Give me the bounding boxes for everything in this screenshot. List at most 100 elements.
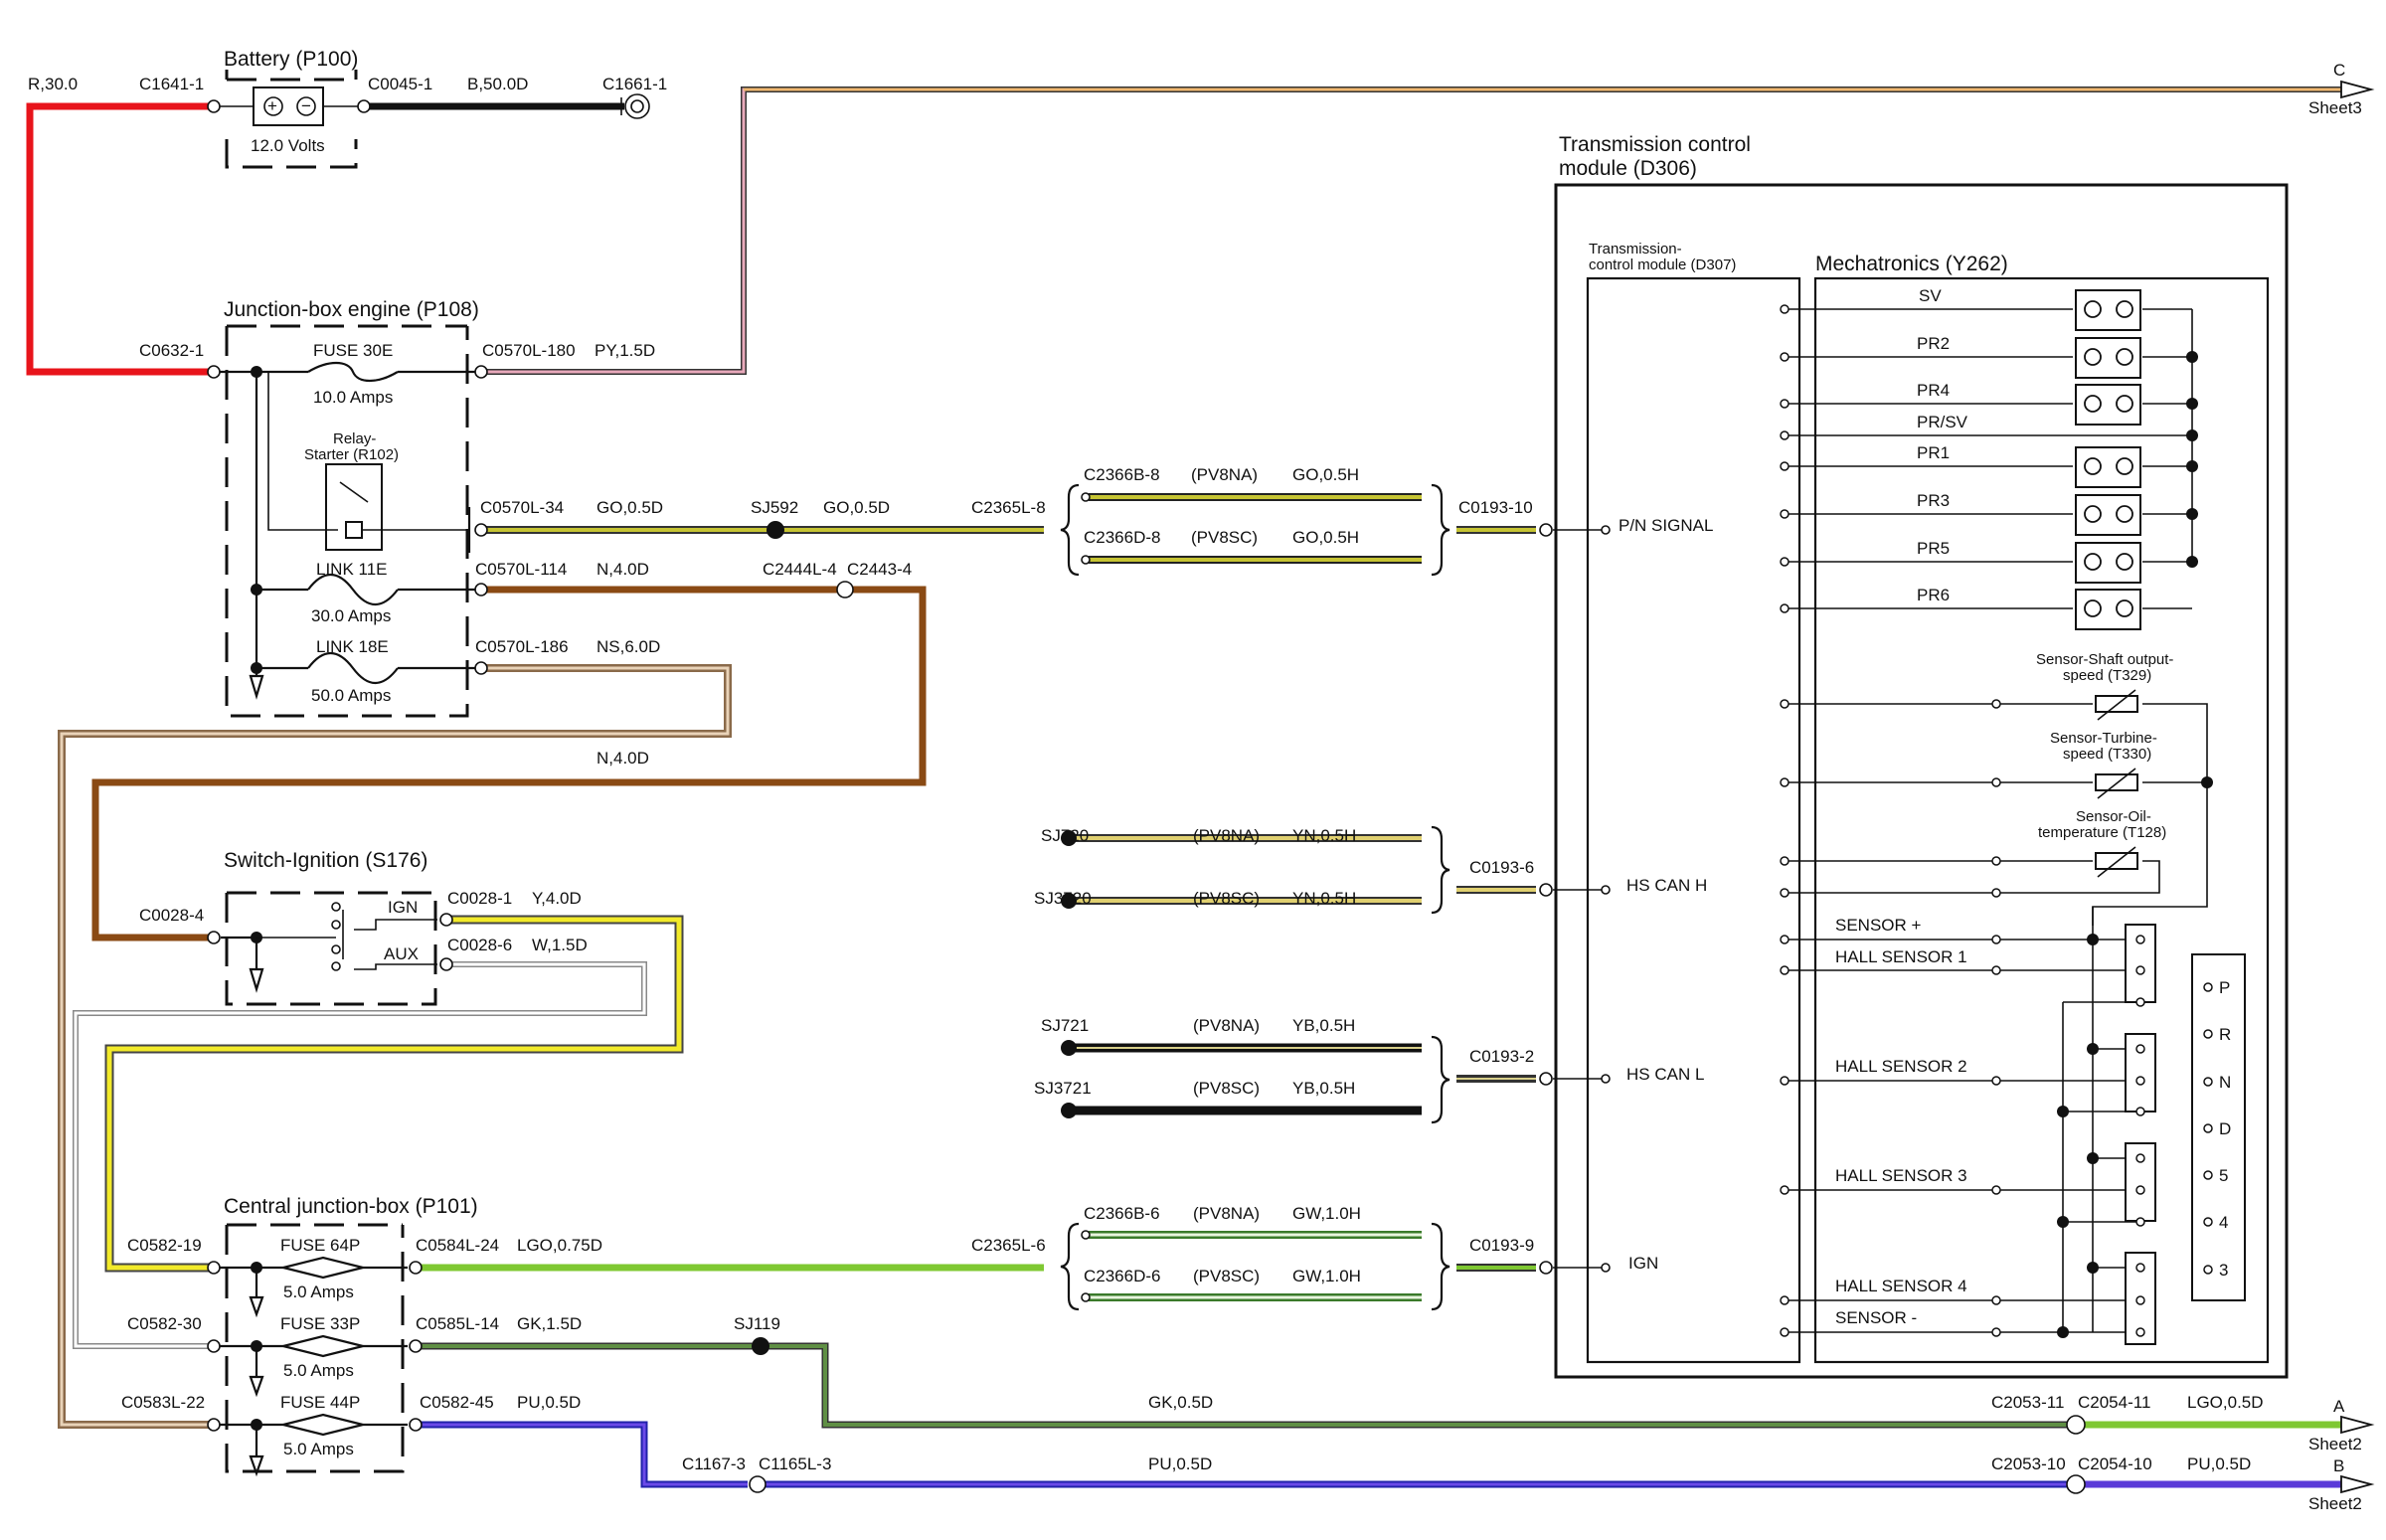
sensor-shaft-1: Sensor-Shaft output- xyxy=(2036,651,2173,668)
label-lgo075: LGO,0.75D xyxy=(517,1236,602,1255)
label-go05h1: GO,0.5H xyxy=(1292,465,1359,484)
switch-ignition-title: Switch-Ignition (S176) xyxy=(224,849,427,872)
hall-labels: SENSOR + HALL SENSOR 1 HALL SENSOR 2 HAL… xyxy=(1835,916,1967,1327)
svg-text:−: − xyxy=(301,96,311,115)
label-sj119: SJ119 xyxy=(734,1314,780,1333)
sensor-oil-2: temperature (T128) xyxy=(2038,824,2166,841)
link11e-name: LINK 11E xyxy=(316,560,388,579)
solenoid-pr2: PR2 xyxy=(1917,334,1950,353)
label-yn05h1: YN,0.5H xyxy=(1292,826,1356,845)
label-c2366b8: C2366B-8 xyxy=(1084,465,1160,484)
label-c2444: C2444L-4 xyxy=(763,560,837,579)
label-c205410: C2054-10 xyxy=(2078,1454,2152,1473)
label-c205311: C2053-11 xyxy=(1991,1393,2064,1412)
gear-n: N xyxy=(2219,1073,2231,1092)
wire-r30 xyxy=(26,102,214,376)
label-lgo05: LGO,0.5D xyxy=(2187,1393,2264,1412)
battery-title: Battery (P100) xyxy=(224,48,358,71)
label-n40b: N,4.0D xyxy=(596,749,649,768)
label-sj3720: SJ3720 xyxy=(1034,889,1092,908)
label-pv8sc4: (PV8SC) xyxy=(1193,1267,1260,1285)
hall-sensor-1: HALL SENSOR 1 xyxy=(1835,947,1967,966)
gear-position-box xyxy=(2191,953,2246,1301)
label-r30: R,30.0 xyxy=(28,75,78,93)
tcm-inner-title-1: Transmission- xyxy=(1589,241,1682,257)
wire-w15 xyxy=(73,961,647,1349)
sensor-shaft-2: speed (T329) xyxy=(2063,667,2151,684)
wire-gk xyxy=(416,1342,2068,1429)
label-c2366d8: C2366D-8 xyxy=(1084,528,1161,547)
wire-pu xyxy=(416,1421,2068,1488)
offpage-b-letter: B xyxy=(2333,1456,2344,1475)
junction-box-engine xyxy=(207,324,488,718)
label-c058230: C0582-30 xyxy=(127,1314,202,1333)
offpage-labels: C Sheet3 A Sheet2 B Sheet2 xyxy=(2308,61,2362,1513)
offpage-c-sheet: Sheet3 xyxy=(2308,98,2362,117)
splice-sj721 xyxy=(1061,1040,1077,1056)
label-pu05c: PU,0.5D xyxy=(2187,1454,2251,1473)
pin-hs-can-l: HS CAN L xyxy=(1626,1065,1704,1084)
label-go05b: GO,0.5D xyxy=(823,498,890,517)
label-sj721: SJ721 xyxy=(1041,1016,1089,1035)
gear-4: 4 xyxy=(2219,1213,2228,1232)
hall-sensor-3: HALL SENSOR 3 xyxy=(1835,1166,1967,1185)
label-yb05h2: YB,0.5H xyxy=(1292,1079,1355,1098)
label-c0570l180: C0570L-180 xyxy=(482,341,576,360)
fuse44p-name: FUSE 44P xyxy=(280,1393,360,1412)
fuse33p-name: FUSE 33P xyxy=(280,1314,360,1333)
label-sj3721: SJ3721 xyxy=(1034,1079,1092,1098)
solenoid-pr5: PR5 xyxy=(1917,539,1950,558)
label-c01932: C0193-2 xyxy=(1469,1047,1534,1066)
gear-r: R xyxy=(2219,1025,2231,1044)
switch-ign-label: IGN xyxy=(388,898,418,917)
label-c2365l8: C2365L-8 xyxy=(971,498,1046,517)
label-pv8na3: (PV8NA) xyxy=(1193,1016,1260,1035)
label-c058219: C0582-19 xyxy=(127,1236,202,1255)
label-c0632: C0632-1 xyxy=(139,341,204,360)
mechatronics-title: Mechatronics (Y262) xyxy=(1815,253,2008,275)
central-junction-box xyxy=(207,1223,423,1477)
label-c11673: C1167-3 xyxy=(682,1454,746,1473)
label-n40a: N,4.0D xyxy=(596,560,649,579)
label-c0045: C0045-1 xyxy=(368,75,432,93)
label-c2366d6: C2366D-6 xyxy=(1084,1267,1161,1285)
label-pv8sc3: (PV8SC) xyxy=(1193,1079,1260,1098)
label-pu05a: PU,0.5D xyxy=(517,1393,581,1412)
offpage-a-letter: A xyxy=(2333,1397,2345,1416)
splice-sj592 xyxy=(767,521,784,539)
label-ns60: NS,6.0D xyxy=(596,637,660,656)
label-y40: Y,4.0D xyxy=(532,889,582,908)
battery-voltage: 12.0 Volts xyxy=(251,136,325,155)
label-gk05: GK,0.5D xyxy=(1148,1393,1213,1412)
hall-sensor-plus: SENSOR + xyxy=(1835,916,1922,935)
link11e-rating: 30.0 Amps xyxy=(311,606,391,625)
gear-p: P xyxy=(2219,978,2230,997)
hall-sensor-block xyxy=(1780,907,2246,1345)
junction-box-engine-title: Junction-box engine (P108) xyxy=(224,298,479,321)
label-c2366b6: C2366B-6 xyxy=(1084,1204,1160,1223)
battery: + − xyxy=(207,70,650,169)
label-c0584l24: C0584L-24 xyxy=(416,1236,499,1255)
central-junction-box-title: Central junction-box (P101) xyxy=(224,1195,478,1218)
label-c01939: C0193-9 xyxy=(1469,1236,1534,1255)
label-yn05h2: YN,0.5H xyxy=(1292,889,1356,908)
label-pu05b: PU,0.5D xyxy=(1148,1454,1212,1473)
label-w15: W,1.5D xyxy=(532,936,588,954)
solenoid-pr1: PR1 xyxy=(1917,443,1950,462)
label-pv8na4: (PV8NA) xyxy=(1193,1204,1260,1223)
label-c058245: C0582-45 xyxy=(420,1393,494,1412)
label-c0570l186: C0570L-186 xyxy=(475,637,569,656)
label-pv8na1: (PV8NA) xyxy=(1191,465,1258,484)
offpage-a-sheet: Sheet2 xyxy=(2308,1435,2362,1454)
sensor-labels: Sensor-Shaft output- speed (T329) Sensor… xyxy=(2036,651,2173,841)
sensor-turbine-1: Sensor-Turbine- xyxy=(2050,730,2157,747)
label-go05a: GO,0.5D xyxy=(596,498,663,517)
solenoid-block xyxy=(1780,289,2198,630)
label-go05h2: GO,0.5H xyxy=(1292,528,1359,547)
label-sj592: SJ592 xyxy=(751,498,798,517)
solenoid-pr3: PR3 xyxy=(1917,491,1950,510)
splice-sj720 xyxy=(1061,830,1077,846)
pin-pn-signal: P/N SIGNAL xyxy=(1619,516,1713,535)
label-c205310: C2053-10 xyxy=(1991,1454,2066,1473)
